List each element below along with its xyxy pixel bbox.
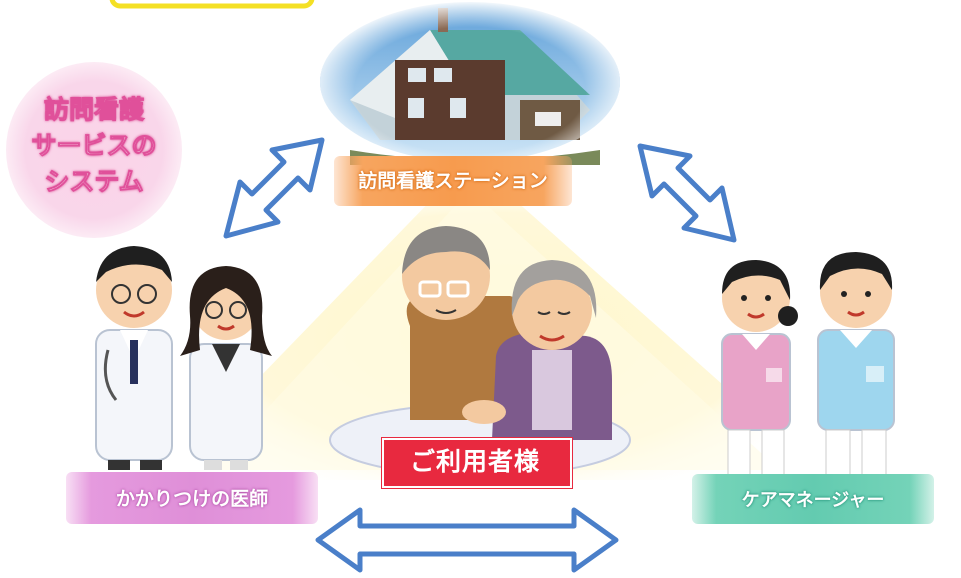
house-photo-icon xyxy=(320,0,620,165)
top-tab xyxy=(109,0,315,9)
station-label: 訪問看護ステーション xyxy=(358,170,548,192)
user-label: ご利用者様 xyxy=(409,447,540,476)
title-circle xyxy=(6,62,182,238)
double-arrow-icon xyxy=(223,137,737,573)
doctor-label: かかりつけの医師 xyxy=(115,488,269,510)
diagram-title: 訪問看護 サービスの システム xyxy=(6,92,182,200)
nurse-male-icon xyxy=(817,252,895,477)
station-label-tape xyxy=(334,156,572,206)
doctor-male-icon xyxy=(95,246,173,470)
user-label-box xyxy=(382,438,572,488)
title-line: 訪問看護 xyxy=(43,95,144,125)
care-manager-label-tape xyxy=(692,474,934,524)
title-line: サービスの xyxy=(31,131,157,161)
title-line: システム xyxy=(44,167,144,197)
care-manager-label: ケアマネージャー xyxy=(741,490,885,511)
doctor-female-icon xyxy=(180,266,272,470)
doctor-label-tape xyxy=(66,472,318,524)
nurse-female-icon xyxy=(721,260,798,477)
